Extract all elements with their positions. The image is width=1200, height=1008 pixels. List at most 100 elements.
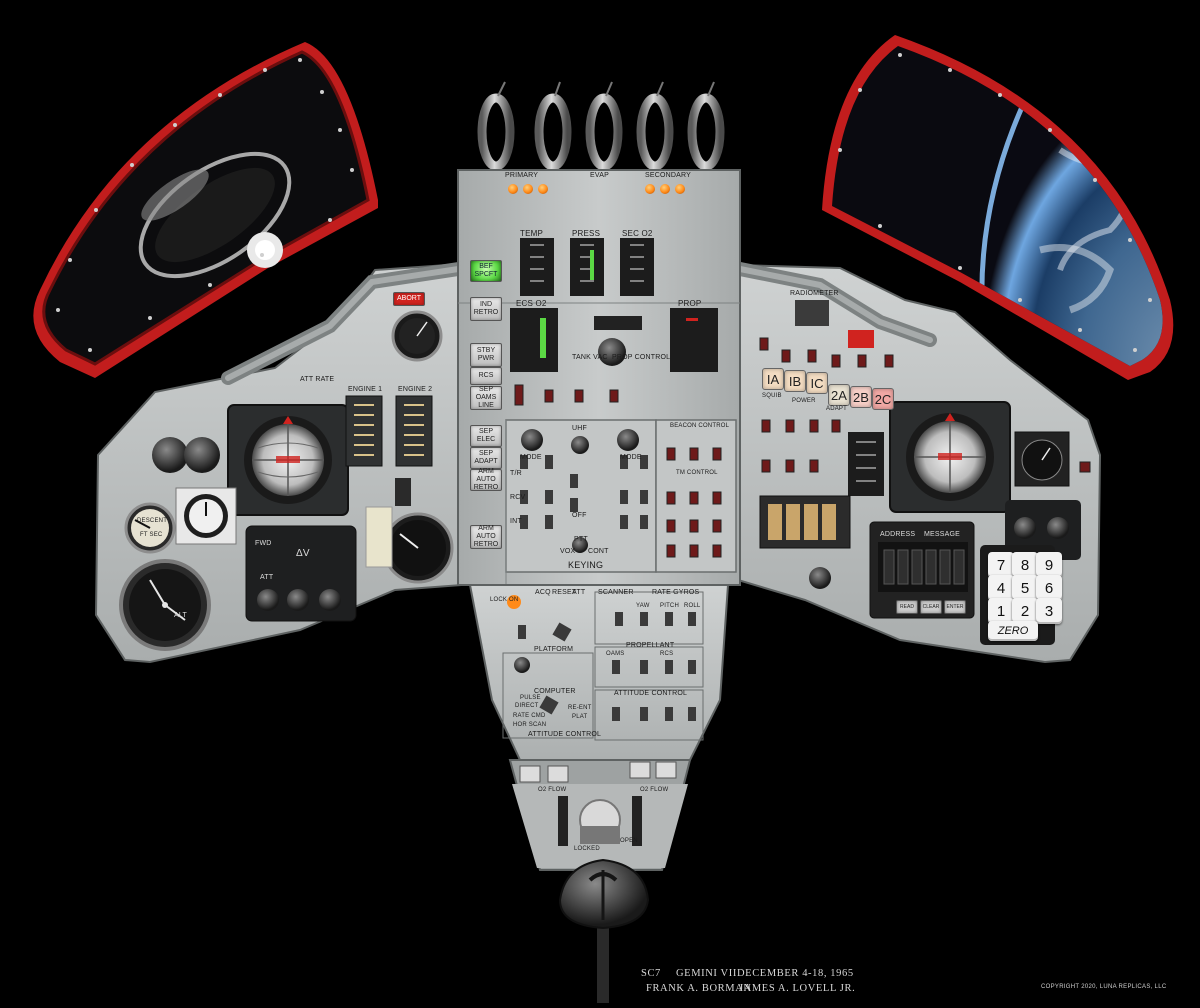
address-label: ADDRESS bbox=[880, 531, 916, 538]
arm-auto-retro-light-2[interactable]: ARM AUTO RETRO bbox=[470, 525, 502, 549]
caption-spacecraft: SC7 bbox=[641, 968, 661, 979]
keypad-4[interactable]: 4 bbox=[988, 575, 1014, 601]
row-off-label: OFF bbox=[572, 512, 587, 519]
primary-indicator-3 bbox=[538, 184, 548, 194]
vox-label: VOX bbox=[560, 548, 576, 555]
cont-label: CONT bbox=[588, 548, 609, 555]
abort-light[interactable]: ABORT bbox=[393, 292, 425, 306]
keying-label: KEYING bbox=[568, 560, 604, 570]
ecs-o2-label: ECS O2 bbox=[516, 299, 547, 308]
reset-label: RESET bbox=[552, 589, 577, 596]
stby-pwr-light[interactable]: STBY PWR bbox=[470, 343, 502, 367]
uhf-label: UHF bbox=[572, 425, 587, 432]
caption-dates: DECEMBER 4-18, 1965 bbox=[737, 968, 854, 979]
att-rate-panel bbox=[245, 525, 357, 622]
row-tr-label: T/R bbox=[510, 470, 522, 477]
keypad-2[interactable]: 2 bbox=[1012, 598, 1038, 624]
left-altimeter bbox=[119, 559, 211, 651]
att-mode-re-ent: RE-ENT bbox=[568, 705, 592, 711]
event-timer-panel bbox=[759, 495, 851, 549]
scanner-label: SCANNER bbox=[598, 589, 634, 596]
open-label: OPEN bbox=[620, 838, 638, 844]
keypad-3[interactable]: 3 bbox=[1036, 598, 1062, 624]
mode-label-left: MODE bbox=[520, 454, 542, 461]
left-window bbox=[33, 42, 378, 378]
prop-label: PROP bbox=[678, 299, 702, 308]
pedestal-panel bbox=[468, 584, 730, 871]
cabin-clock bbox=[175, 487, 237, 545]
sec-o2-label: SEC O2 bbox=[622, 229, 653, 238]
press-label: PRESS bbox=[572, 229, 601, 238]
keypad-1[interactable]: 1 bbox=[988, 598, 1014, 624]
sep-elec-light[interactable]: SEP ELEC bbox=[470, 425, 502, 447]
read-button[interactable]: READ bbox=[896, 600, 918, 614]
right-fdai-attitude-ball bbox=[889, 401, 1011, 513]
descent-rate-gauge bbox=[124, 502, 176, 554]
squib-label: SQUIB bbox=[762, 393, 782, 399]
descent-label: DESCENT bbox=[137, 518, 168, 524]
row-int-label: INT bbox=[510, 518, 522, 525]
attitude-control-label-left: ATTITUDE CONTROL bbox=[528, 731, 602, 738]
secondary-indicator-1 bbox=[645, 184, 655, 194]
right-ladder-gauge bbox=[848, 432, 884, 496]
seq-light-1a[interactable]: IA bbox=[762, 368, 784, 390]
hand-controller bbox=[558, 858, 650, 1003]
pedestal-att-label: ATT bbox=[572, 589, 586, 596]
left-fdai-attitude-ball bbox=[227, 404, 349, 516]
tm-control-label: TM CONTROL bbox=[676, 470, 718, 476]
o2-flow-label-right: O2 FLOW bbox=[640, 787, 669, 793]
right-clock bbox=[1014, 431, 1070, 487]
enter-button[interactable]: ENTER bbox=[944, 600, 966, 614]
arm-auto-retro-light[interactable]: ARM AUTO RETRO bbox=[470, 468, 502, 491]
row-rcv-label: RCV bbox=[510, 494, 526, 501]
att-mode-rate-cmd: RATE CMD bbox=[513, 713, 546, 719]
mode-label-right: MODE bbox=[620, 454, 642, 461]
center-toggle-switches bbox=[520, 429, 648, 553]
oams-label: OAMS bbox=[606, 651, 625, 657]
platform-label: PLATFORM bbox=[534, 646, 574, 653]
seq-light-2c[interactable]: 2C bbox=[872, 388, 894, 410]
keypad-6[interactable]: 6 bbox=[1036, 575, 1062, 601]
keypad-9[interactable]: 9 bbox=[1036, 552, 1062, 578]
gyro-pitch-label: PITCH bbox=[660, 603, 679, 609]
caption-mission: GEMINI VII bbox=[676, 968, 737, 979]
power-label: POWER bbox=[792, 398, 816, 404]
bef-spcft-light[interactable]: BEF SPCFT bbox=[470, 260, 502, 282]
secondary-indicator-3 bbox=[675, 184, 685, 194]
caption-crew-2: JAMES A. LOVELL JR. bbox=[739, 983, 856, 994]
keypad-7[interactable]: 7 bbox=[988, 552, 1014, 578]
ind-retro-light[interactable]: IND RETRO bbox=[470, 297, 502, 321]
engine-tapes bbox=[345, 395, 433, 467]
d-ring-handles bbox=[477, 93, 725, 171]
rcs-light[interactable]: RCS bbox=[470, 367, 502, 385]
prop-control-label: PROP CONTROL bbox=[612, 354, 671, 361]
seq-light-1b[interactable]: IB bbox=[784, 370, 806, 392]
att-mode-hor-scan: HOR SCAN bbox=[513, 722, 547, 728]
seq-light-1c[interactable]: IC bbox=[806, 372, 828, 394]
attitude-control-label-right: ATTITUDE CONTROL bbox=[614, 690, 688, 697]
clear-button[interactable]: CLEAR bbox=[920, 600, 942, 614]
left-control-knobs bbox=[152, 437, 411, 568]
secondary-indicator-2 bbox=[660, 184, 670, 194]
fwd-label: FWD bbox=[255, 540, 272, 547]
att-mode-pulse: PULSE bbox=[520, 695, 541, 701]
keypad-zero[interactable]: ZERO bbox=[988, 621, 1038, 641]
att-rate-label: ATT RATE bbox=[300, 376, 335, 383]
seq-light-2a[interactable]: 2A bbox=[828, 384, 850, 406]
delta-v-label: ΔV bbox=[296, 548, 310, 559]
keypad-8[interactable]: 8 bbox=[1012, 552, 1038, 578]
keypad-5[interactable]: 5 bbox=[1012, 575, 1038, 601]
right-wing-indicators bbox=[759, 337, 1091, 473]
temp-label: TEMP bbox=[520, 229, 544, 238]
sep-adapt-light[interactable]: SEP ADAPT bbox=[470, 447, 502, 469]
secondary-label: SECONDARY bbox=[645, 172, 692, 179]
right-radiometer-knobs bbox=[795, 300, 874, 589]
beacon-control-label: BEACON CONTROL bbox=[670, 423, 730, 429]
seq-light-2b[interactable]: 2B bbox=[850, 386, 872, 408]
ptt-label: PTT bbox=[574, 536, 588, 543]
radiometer-label: RADIOMETER bbox=[790, 290, 839, 297]
propellant-label: PROPELLANT bbox=[626, 642, 675, 649]
sep-oams-line-light[interactable]: SEP OAMS LINE bbox=[470, 386, 502, 410]
